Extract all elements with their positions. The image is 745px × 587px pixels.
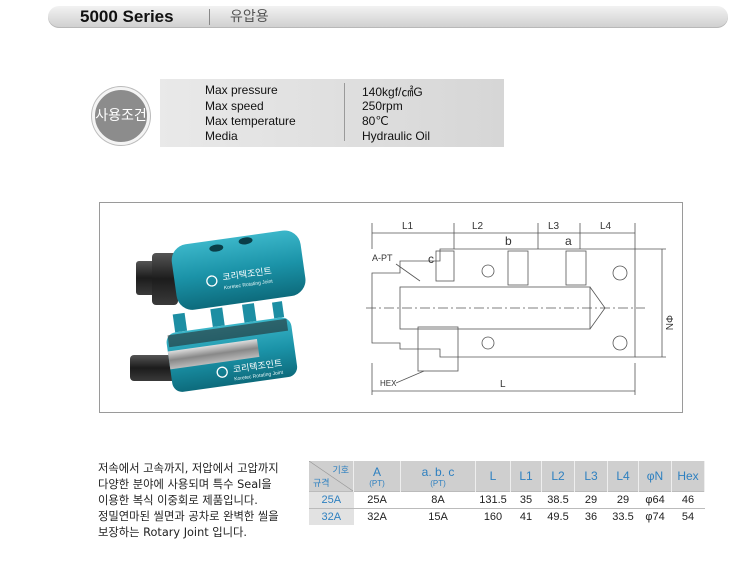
product-description: 저속에서 고속까지, 저압에서 고압까지 다양한 분야에 사용되며 특수 Sea… bbox=[98, 461, 279, 541]
condition-value: 250rpm bbox=[362, 99, 403, 113]
description-line: 이용한 복식 이중회로 제품입니다. bbox=[98, 494, 258, 507]
column-header: L1 bbox=[510, 461, 542, 492]
condition-label: Max pressure bbox=[205, 83, 278, 97]
table-cell: 15A bbox=[400, 508, 476, 525]
table-row: 25A 25A 8A 131.5 35 38.5 29 29 φ64 46 bbox=[309, 491, 705, 509]
dim-l4: L4 bbox=[600, 221, 612, 232]
dim-n: ΦN bbox=[663, 315, 674, 330]
column-header: L4 bbox=[607, 461, 639, 492]
table-header-row: 기호 규격 A(PT) a. b. c(PT) L L1 L2 L3 L4 φN… bbox=[309, 461, 705, 492]
series-subtitle: 유압용 bbox=[230, 9, 269, 25]
description-line: 저속에서 고속까지, 저압에서 고압까지 bbox=[98, 462, 279, 475]
condition-value: Hydraulic Oil bbox=[362, 129, 431, 143]
dim-l: L bbox=[500, 379, 506, 390]
conditions-badge: 사용조건 bbox=[95, 108, 147, 124]
product-figure-frame: 코리텍조인트 Koretec Rotating Joint 코리텍조인트 Kor… bbox=[99, 202, 683, 413]
column-header: L2 bbox=[541, 461, 575, 492]
column-header: Hex bbox=[671, 461, 705, 492]
dim-l1: L1 bbox=[402, 221, 414, 232]
table-cell: 49.5 bbox=[541, 508, 575, 525]
column-header: L3 bbox=[574, 461, 608, 492]
condition-label: Max temperature bbox=[205, 114, 296, 128]
hex-label: HEX bbox=[380, 379, 397, 388]
table-cell: 29 bbox=[574, 491, 608, 509]
column-header: L bbox=[475, 461, 511, 492]
dimension-drawing bbox=[366, 223, 666, 395]
table-cell: 36 bbox=[574, 508, 608, 525]
column-header: φN bbox=[638, 461, 672, 492]
condition-label: Max speed bbox=[205, 99, 264, 113]
column-header: A(PT) bbox=[353, 461, 401, 492]
table-cell: 29 bbox=[607, 491, 639, 509]
dim-l3: L3 bbox=[548, 221, 560, 232]
corner-size-label: 규격 bbox=[313, 478, 330, 488]
description-line: 다양한 분야에 사용되며 특수 Seal을 bbox=[98, 478, 272, 491]
table-cell: 35 bbox=[510, 491, 542, 509]
table-corner-header: 기호 규격 bbox=[309, 461, 354, 492]
series-title: 5000 Series bbox=[80, 7, 174, 26]
table-cell: φ74 bbox=[638, 508, 672, 525]
table-cell: 32A bbox=[353, 508, 401, 525]
condition-value: 80℃ bbox=[362, 114, 389, 128]
product-figure: 코리텍조인트 Koretec Rotating Joint 코리텍조인트 Kor… bbox=[130, 221, 674, 395]
table-cell: 54 bbox=[671, 508, 705, 525]
rotary-joint-photo: 코리텍조인트 Koretec Rotating Joint bbox=[136, 230, 306, 310]
conditions-divider bbox=[344, 83, 345, 141]
port-b-label: b bbox=[505, 234, 512, 248]
size-cell: 32A bbox=[309, 508, 354, 525]
table-cell: 41 bbox=[510, 508, 542, 525]
apt-label: A-PT bbox=[372, 253, 393, 263]
column-header: a. b. c(PT) bbox=[400, 461, 476, 492]
table-cell: 8A bbox=[400, 491, 476, 509]
condition-label: Media bbox=[205, 129, 238, 143]
corner-symbol-label: 기호 bbox=[332, 465, 349, 475]
description-line: 정밀연마된 씰면과 공차로 완벽한 씰을 bbox=[98, 510, 279, 523]
table-cell: φ64 bbox=[638, 491, 672, 509]
port-c-label: c bbox=[428, 252, 434, 266]
size-cell: 25A bbox=[309, 491, 354, 509]
table-cell: 33.5 bbox=[607, 508, 639, 525]
series-header-bar bbox=[48, 6, 728, 28]
condition-value: 140kgf/㎠G bbox=[362, 85, 423, 99]
table-cell: 46 bbox=[671, 491, 705, 509]
table-cell: 131.5 bbox=[475, 491, 511, 509]
conditions-badge-circle bbox=[92, 87, 150, 145]
table-cell: 25A bbox=[353, 491, 401, 509]
rotary-joint-cutaway: 코리텍조인트 Koretec Rotating Joint bbox=[130, 301, 298, 392]
table-row: 32A 32A 15A 160 41 49.5 36 33.5 φ74 54 bbox=[309, 508, 705, 525]
port-a-label: a bbox=[565, 234, 572, 248]
dimension-table: 기호 규격 A(PT) a. b. c(PT) L L1 L2 L3 L4 φN… bbox=[309, 461, 705, 525]
header-divider bbox=[209, 9, 210, 25]
dim-l2: L2 bbox=[472, 221, 484, 232]
conditions-panel bbox=[160, 79, 504, 147]
description-line: 보장하는 Rotary Joint 입니다. bbox=[98, 526, 248, 539]
table-cell: 160 bbox=[475, 508, 511, 525]
table-cell: 38.5 bbox=[541, 491, 575, 509]
